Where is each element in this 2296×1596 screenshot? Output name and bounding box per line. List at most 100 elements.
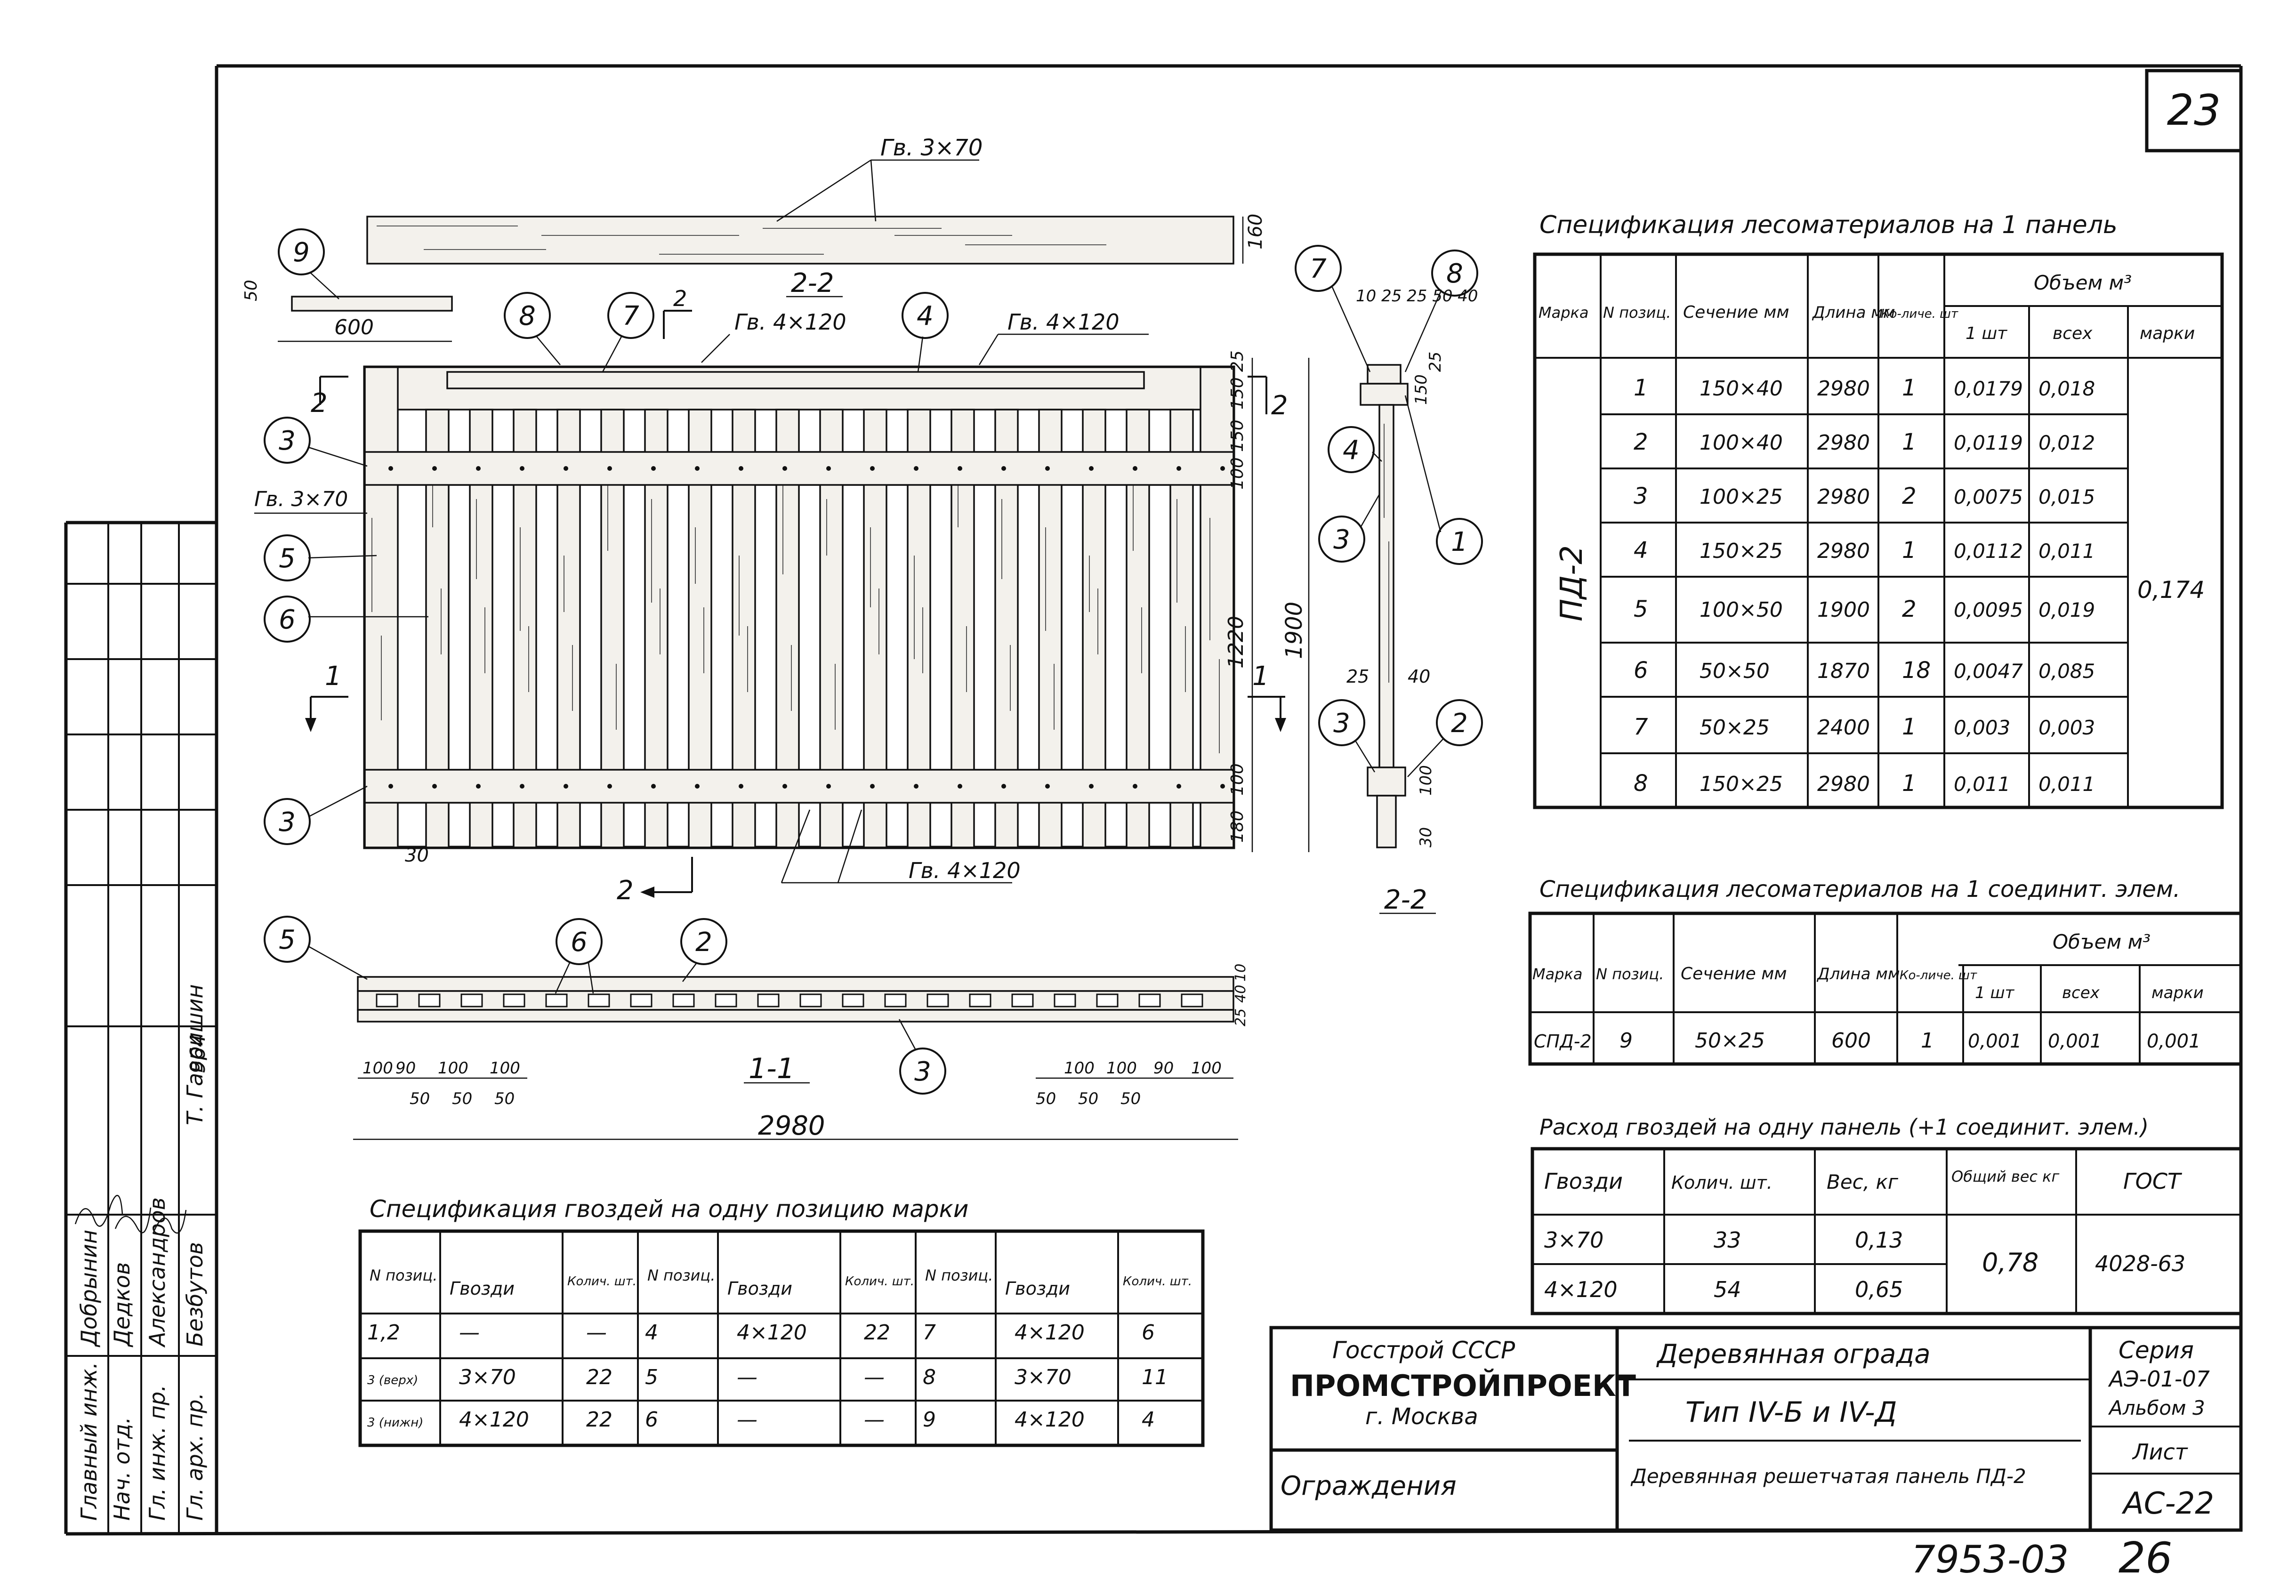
spec-cell-qty: 2 [1902, 483, 1917, 509]
plan-picket [1054, 993, 1076, 1008]
spec-cell-one: 0,0112 [1954, 540, 2023, 563]
bubble-3-plan: 3 [898, 1019, 946, 1095]
side-dim-25b: 25 [1346, 666, 1369, 687]
dim-l-100b: 100 [438, 1059, 468, 1078]
nail-dot [476, 466, 481, 471]
nail-dot [914, 784, 918, 789]
bubble-6-main: 6 [264, 596, 428, 643]
spec-cell-length: 2980 [1817, 772, 1870, 796]
position-bubbles: 9 8 7 4 3 5 6 3 7 8 4 1 3 3 2 5 6 2 3 [264, 228, 1483, 1095]
spec-cell-length: 2980 [1817, 485, 1870, 509]
dim-piece9-height: 50 [242, 280, 261, 301]
spec-h-vol-mark: марки [2140, 324, 2195, 343]
side-dim-150: 150 [1412, 374, 1431, 405]
spec-cell-qty: 1 [1902, 537, 1917, 564]
nc-h-gost: ГОСТ [2123, 1169, 2183, 1194]
svg-text:5: 5 [279, 925, 296, 955]
sign-role-3: Гл. инж. пр. [145, 1385, 170, 1521]
nail-dot [520, 466, 524, 471]
joint-h-length: Длина мм [1816, 965, 1900, 983]
nc-row1-qty: 33 [1714, 1227, 1741, 1253]
section-1-1: 2980 1-1 100 90 100 100 50 50 50 100 100… [353, 964, 1249, 1141]
svg-text:8: 8 [1446, 258, 1463, 289]
spec-cell-all: 0,018 [2038, 377, 2095, 400]
npp-h-pos: N позиц. [370, 1266, 437, 1284]
nc-row2-qty: 54 [1714, 1277, 1741, 1302]
spec-cell-one: 0,011 [1954, 773, 2010, 796]
spec-cell-one: 0,0095 [1954, 598, 2023, 621]
nail-dot [476, 784, 481, 789]
elevation-labels: Гв. 3×70 160 50 600 2-2 2 2 2 Гв. 4×120 … [242, 135, 1310, 906]
nc-row2-weight: 0,65 [1855, 1277, 1903, 1302]
tb-org3: г. Москва [1365, 1403, 1478, 1430]
npp-cell-nail: 4×120 [1015, 1321, 1085, 1345]
npp-cell-pos: 7 [923, 1321, 936, 1345]
nc-gost: 4028-63 [2095, 1251, 2185, 1276]
nail-dot [782, 784, 787, 789]
svg-text:3: 3 [279, 426, 296, 456]
dim-l-50b: 50 [452, 1089, 472, 1108]
plan-picket [715, 993, 737, 1008]
svg-text:4: 4 [1343, 435, 1360, 466]
joint-h-mark: Марка [1532, 965, 1582, 983]
npp-cell-nail: 4×120 [1015, 1408, 1085, 1432]
spec-cell-length: 1870 [1817, 659, 1870, 683]
spec-cell-pos: 8 [1634, 770, 1648, 797]
nail-dot [1220, 466, 1225, 471]
doc-number: 7953-03 [1911, 1538, 2069, 1581]
sign-role-4: Гл. арх. пр. [182, 1393, 208, 1521]
nail-4x120-label-2: Гв. 4×120 [1007, 309, 1120, 335]
joint-h-qty: Ко-личе. шт [1900, 968, 1977, 983]
nails-per-position-table: Спецификация гвоздей на одну позицию мар… [358, 1195, 1205, 1447]
pickets-group [364, 409, 1234, 848]
nail-dot [1133, 784, 1137, 789]
cut-2-bottom: 2 [617, 875, 634, 906]
spec-cell-section: 150×25 [1700, 539, 1783, 563]
npp-cell-nail: 4×120 [459, 1408, 529, 1432]
nail-dot [651, 466, 656, 471]
nail-dot [1001, 466, 1006, 471]
spec-cell-section: 100×50 [1700, 598, 1783, 622]
picket-grain [870, 527, 879, 654]
nail-dot [1089, 466, 1094, 471]
nail-dot [1220, 784, 1225, 789]
picket-grain [520, 527, 529, 692]
plan-picket [799, 993, 822, 1008]
npp-h-nail: Гвозди [1005, 1278, 1070, 1299]
bubble-2-side: 2 [1407, 699, 1483, 777]
svg-text:6: 6 [279, 605, 296, 635]
dim-2980: 2980 [758, 1111, 825, 1141]
tb-org2: ПРОМСТРОЙПРОЕКТ [1290, 1369, 1636, 1403]
nail-dot [826, 466, 831, 471]
nail-dot [564, 466, 568, 471]
cut-2-top-mid: 2 [673, 286, 687, 311]
svg-text:3: 3 [1333, 708, 1350, 739]
spec-cell-all: 0,011 [2038, 540, 2095, 563]
dim-150-top: 150 [1228, 377, 1247, 410]
npp-cell-pos: 3 (верх) [367, 1373, 418, 1387]
npp-h-qty: Колич. шт. [845, 1274, 914, 1289]
tb-type: Тип IV-Б и IV-Д [1685, 1396, 1897, 1429]
npp-cell-qty: 22 [864, 1321, 890, 1345]
joint-section: 50×25 [1695, 1029, 1765, 1053]
dim-section-25: 25 [1233, 1008, 1249, 1026]
picket-grain [695, 527, 704, 673]
bubble-4-side: 4 [1328, 426, 1382, 473]
sign-name-2: Дедков [109, 1262, 135, 1347]
plan-picket [545, 993, 568, 1008]
spec-cell-qty: 1 [1902, 714, 1917, 740]
plan-picket [926, 993, 949, 1008]
spec-cell-qty: 2 [1902, 596, 1917, 622]
side-section-label: 2-2 [1384, 885, 1427, 915]
spec-cell-section: 50×25 [1700, 716, 1770, 740]
nail-4x120-label-1: Гв. 4×120 [734, 309, 846, 335]
cut-2-right: 2 [1271, 390, 1288, 421]
joint-qty: 1 [1921, 1029, 1934, 1053]
side-dim-30: 30 [1417, 827, 1435, 847]
picket-grain [651, 499, 661, 654]
spec-cell-all: 0,011 [2038, 773, 2095, 796]
spec-cell-length: 1900 [1817, 598, 1870, 622]
cut-1-left: 1 [325, 661, 342, 692]
nail-dot [432, 784, 437, 789]
npp-cell-nail: — [737, 1408, 757, 1432]
